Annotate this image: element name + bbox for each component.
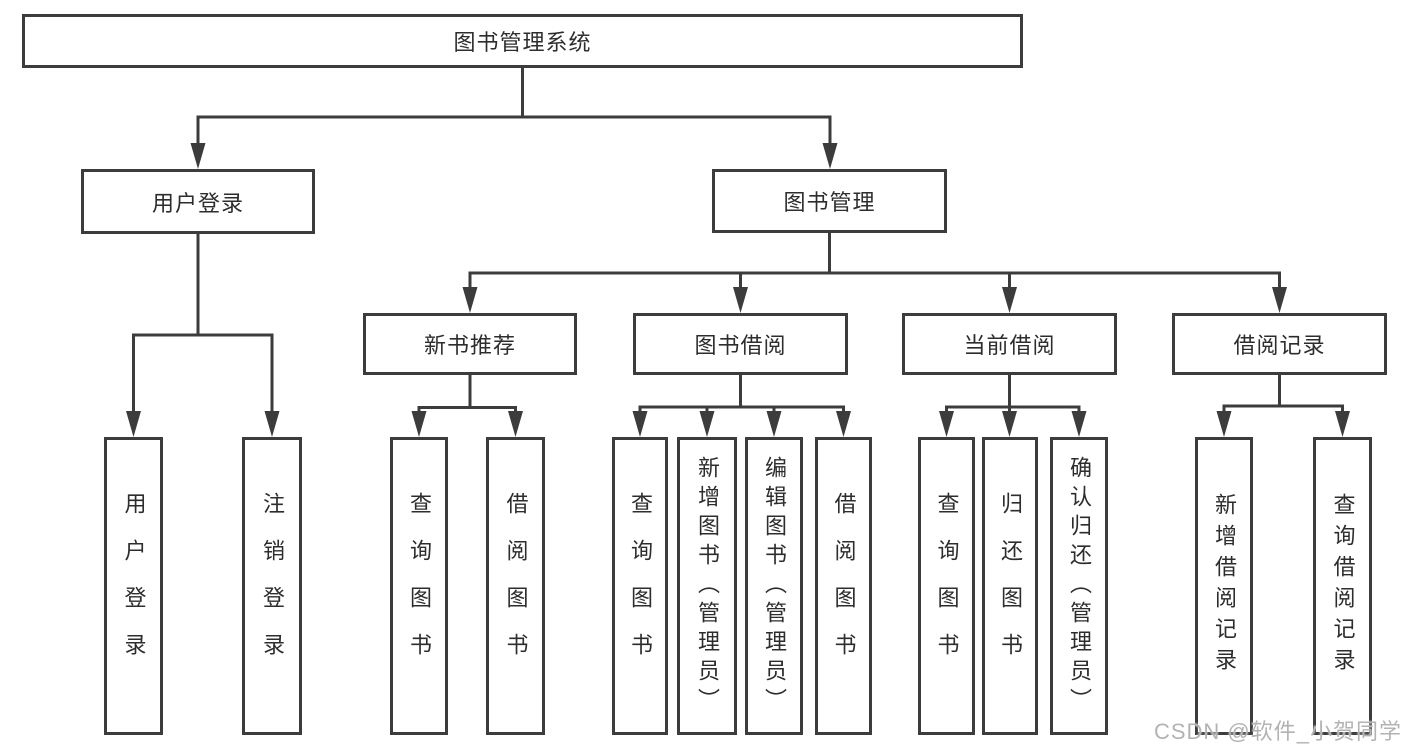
arrow-down-icon [1002, 287, 1017, 313]
node-book-management: 图书管理 [712, 169, 947, 233]
leaf-query-books-recommend: 查询图书 [390, 437, 448, 735]
leaf-edit-books-admin: 编辑图书（管理员） [745, 437, 803, 735]
arrow-down-icon [733, 287, 748, 313]
arrow-down-icon [190, 143, 206, 169]
connector-line [1222, 373, 1344, 419]
leaf-user-login: 用户登录 [104, 437, 163, 735]
arrow-down-icon [822, 143, 838, 169]
leaf-add-books-admin: 新增图书（管理员） [677, 437, 737, 735]
arrow-down-icon [1272, 287, 1287, 313]
leaf-add-borrow-record: 新增借阅记录 [1195, 437, 1253, 735]
arrow-down-icon [766, 411, 782, 437]
leaf-query-borrow-record: 查询借阅记录 [1313, 437, 1372, 735]
connector-line [638, 373, 845, 419]
arrow-down-icon [939, 411, 954, 437]
node-new-book-recommend: 新书推荐 [363, 313, 577, 375]
connector-line [417, 373, 517, 419]
node-user-login: 用户登录 [81, 169, 315, 234]
arrow-down-icon [508, 411, 523, 437]
arrow-down-icon [632, 411, 648, 437]
arrow-down-icon [1335, 411, 1350, 437]
arrow-down-icon [1002, 411, 1017, 437]
arrow-down-icon [1071, 411, 1087, 437]
leaf-borrow-books-borrow: 借阅图书 [815, 437, 872, 735]
leaf-logout: 注销登录 [242, 437, 302, 735]
connector-line [196, 66, 832, 148]
connector-line [468, 231, 1281, 293]
leaf-borrow-books-recommend: 借阅图书 [486, 437, 545, 735]
connector-line [945, 373, 1081, 419]
node-root-library-system: 图书管理系统 [22, 14, 1023, 68]
arrow-down-icon [411, 411, 427, 437]
node-borrow-records: 借阅记录 [1172, 313, 1387, 375]
leaf-query-books-current: 查询图书 [918, 437, 975, 735]
leaf-return-books: 归还图书 [982, 437, 1038, 735]
arrow-down-icon [836, 411, 851, 437]
csdn-watermark: CSDN @软件_小贺同学 [1153, 719, 1402, 744]
arrow-down-icon [699, 411, 715, 437]
leaf-confirm-return-admin: 确认归还（管理员） [1050, 437, 1108, 735]
node-book-borrow: 图书借阅 [633, 313, 848, 375]
arrow-down-icon [462, 287, 478, 313]
leaf-query-books-borrow: 查询图书 [612, 437, 668, 735]
arrow-down-icon [126, 411, 141, 437]
arrow-down-icon [264, 411, 280, 437]
node-current-borrow: 当前借阅 [902, 313, 1117, 375]
arrow-down-icon [1216, 411, 1232, 437]
connector-line [132, 232, 274, 417]
